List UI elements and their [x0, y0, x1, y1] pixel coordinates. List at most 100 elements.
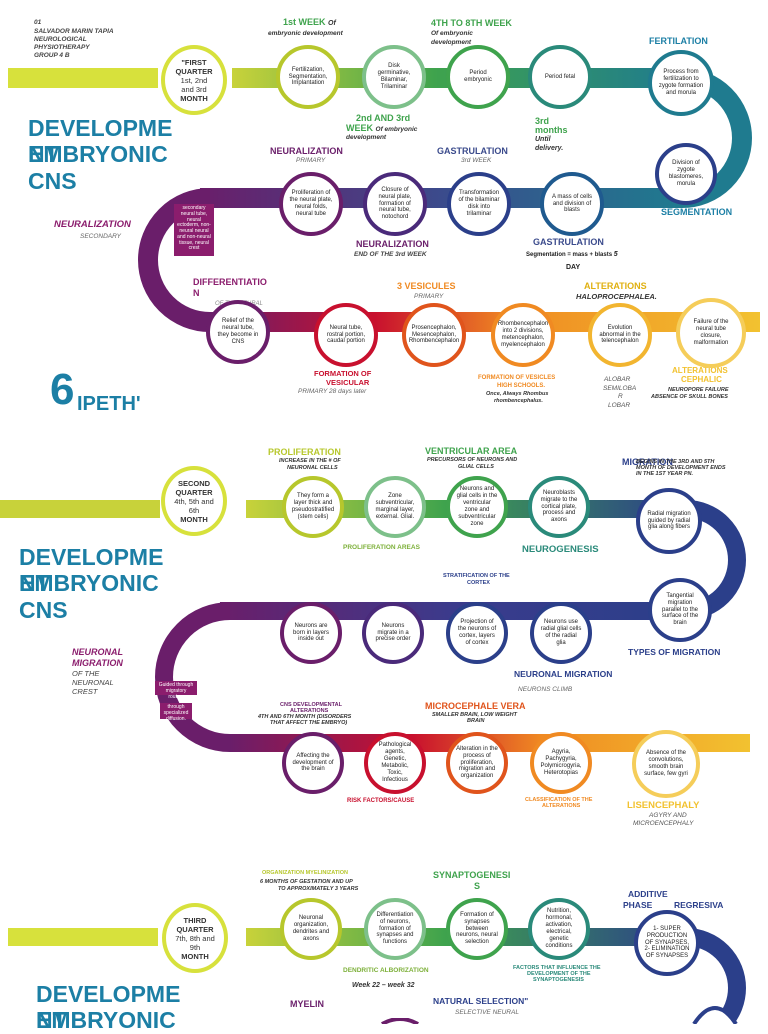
alobar-4: LOBAR — [608, 402, 631, 409]
alterations-cephalic: ALTERATIONS — [672, 366, 728, 375]
migration-sub: BEGINS IN THE 3RD AND 5TH MONTH OF DEVEL… — [636, 459, 726, 478]
title-overlap: NT — [28, 141, 59, 168]
node-telencephalon: Evolution abnormal in the telencephalon — [588, 303, 652, 367]
vesicules-sub: PRIMARY — [414, 293, 444, 300]
gastrulation-sub: 3rd WEEK — [461, 157, 492, 164]
week48-sub2: development — [431, 39, 472, 46]
logo-ipeth: IPETH' — [77, 393, 141, 415]
ventricular-sub: PRECURSORS OF NEURONS AND — [427, 457, 518, 463]
neuralization-primary: NEURALIZATION — [270, 146, 343, 156]
node-stem-cells: They form a layer thick and pseudostrati… — [282, 476, 344, 538]
regressive-phase: REGRESIVA — [674, 900, 724, 910]
node-trilaminar: Transformation of the bilaminar disk int… — [447, 172, 511, 236]
section1-title: DEVELOPME EMBRYONIC NT CNS — [28, 115, 172, 194]
quarter-first: "FIRST QUARTER 1st, 2nd and 3rd MONTH — [161, 45, 227, 115]
additive-phase-2: PHASE — [623, 900, 653, 910]
microcephale-sub2: BRAIN — [467, 718, 485, 724]
alterations-title: ALTERATIONS — [584, 281, 647, 291]
neuropore-failure: NEUROPORE FAILURE — [668, 387, 729, 393]
proliferation-areas: PROLIFERATION AREAS — [343, 544, 420, 551]
quarter-line: 9th — [189, 942, 201, 952]
quarter-line: QUARTER — [176, 924, 214, 934]
node-synapse-formation: Formation of synapses between neurons, n… — [446, 898, 508, 960]
cns-alt-3: 4TH AND 6TH MONTH (DISORDERS — [258, 714, 352, 720]
node-pathological-agents: Pathological agents, Genetic, Metabolic,… — [364, 732, 426, 794]
formation-vesicular: FORMATION OF — [314, 369, 372, 378]
neuralization-secondary-sub: SECONDARY — [80, 233, 121, 240]
title-line: CNS — [28, 167, 77, 194]
neuralization-primary-sub: PRIMARY — [296, 157, 326, 164]
quarter-line: "FIRST — [181, 57, 207, 67]
author-name: SALVADOR MARIN TAPIA — [34, 28, 114, 35]
wk23-title2: WEEK Of embryonic — [346, 123, 418, 133]
m3-title2: months — [535, 125, 568, 135]
migration-box-2: through specialized diffusion. — [160, 703, 192, 721]
node-cortex-layers: Projection of the neurons of cortex, lay… — [446, 602, 508, 664]
quarter-line: 6th — [188, 505, 200, 515]
formation-vesicular-3: PRIMARY 28 days later — [298, 388, 367, 395]
partial-node-purple — [381, 1018, 419, 1024]
lisencephaly-title: LISENCEPHALY — [627, 800, 700, 811]
author-group: GROUP 4 B — [34, 52, 70, 59]
author-line-3: NEUROLOGICAL — [34, 36, 87, 43]
quarter-line: THIRD — [183, 915, 207, 925]
segmentation-label: SEGMENTATION — [661, 207, 733, 217]
node-neural-closure-failure: Failure of the neural tube closure, malf… — [676, 298, 746, 368]
author-line-1: 01 — [34, 19, 42, 26]
cns-alt-2: ALTERATIONS — [290, 708, 329, 714]
node-cns: Relief of the neural tube, they become i… — [206, 300, 270, 364]
m3-sub: Until — [535, 136, 551, 143]
quarter-line: MONTH — [180, 514, 208, 524]
neuronal-migration-crest-2: MIGRATION — [72, 658, 123, 668]
node-brain-affect: Affecting the development of the brain — [282, 732, 344, 794]
secondary-box: secondary neural tube, neural ectoderm, … — [174, 204, 214, 256]
node-zygote-division: Division of zygote blastomeres, morula — [655, 143, 717, 205]
m3-sub2: delivery. — [535, 145, 564, 152]
week48-sub: Of embryonic — [431, 30, 473, 37]
microcephale-title: MICROCEPHALE VERA — [425, 701, 526, 711]
gastrulation2-day: DAY — [566, 264, 581, 271]
formation-high-2: HIGH SCHOOLS. — [497, 383, 546, 389]
title-line: CNS — [19, 596, 68, 623]
wk23-sub2: development — [346, 134, 387, 141]
cns-alt-4: THAT AFFECT THE EMBRYO) — [270, 720, 348, 726]
types-migration: TYPES OF MIGRATION — [628, 647, 721, 657]
proliferation-sub2: NEURONAL CELLS — [287, 465, 338, 471]
title-line: EMBRYONIC — [28, 141, 168, 168]
neuronal-migration-label: NEURONAL MIGRATION — [514, 669, 613, 679]
alobar-1: ALOBAR — [604, 376, 631, 383]
title-line: DEVELOPME — [19, 544, 164, 570]
neuronal-migration-crest-4: NEURONAL — [72, 678, 114, 687]
node-synapse-production: 1- SUPER PRODUCTION OF SYNAPSES, 2- ELIM… — [634, 910, 700, 976]
quarter-line: 1st, 2nd — [180, 75, 208, 85]
lisencephaly-sub: AGYRY AND — [649, 812, 687, 819]
title-line: DEVELOPME — [28, 115, 173, 141]
node-radial-migration: Radial migration guided by radial glia a… — [636, 488, 702, 554]
node-ventricular-zone: Neurons and glial cells in the ventricul… — [446, 476, 508, 538]
lead-bar — [8, 68, 158, 88]
alobar-2: SEMILOBA — [603, 385, 637, 392]
additive-phase: ADDITIVE — [628, 889, 668, 899]
stratification-2: CORTEX — [467, 580, 490, 586]
node-neural-plate: Proliferation of the neural plate, neura… — [279, 172, 343, 236]
node-germinative: Disk germinative, Bilaminar, Trilaminar — [362, 45, 426, 109]
neuralization-end-sub: END OF THE 3rd WEEK — [354, 251, 427, 258]
neuronal-migration-crest-3: OF THE — [72, 669, 100, 678]
cns-alt: CNS DEVELOPMENTAL — [280, 702, 342, 708]
natural-selection: NATURAL SELECTION" — [433, 996, 529, 1006]
ventricular-title: VENTRICULAR AREA — [425, 446, 518, 456]
node-agyria: Agyria, Pachygyria, Polymicrogyria, Hete… — [530, 732, 592, 794]
author-line-4: PHYSIOTHERAPY — [34, 44, 90, 51]
node-neural-tube-closure: Closure of neural plate, formation of ne… — [363, 172, 427, 236]
quarter-line: MONTH — [180, 93, 208, 103]
synaptogenesis-title2: S — [474, 881, 481, 891]
node-rostral-caudal: Neural tube, rostral portion, caudal por… — [314, 303, 378, 367]
gastrulation2-sub: Segmentation = mass + blasts 5 — [526, 251, 618, 258]
quarter-second: SECOND QUARTER 4th, 5th and 6th MONTH — [161, 466, 227, 536]
microcephale-sub: SMALLER BRAIN, LOW WEIGHT — [432, 712, 517, 718]
node-influence-factors: Nutrition, hormonal, activation, electri… — [528, 898, 590, 960]
node-blasts: A mass of cells and division of blasts — [540, 172, 604, 236]
week1-sub: embryonic development — [268, 30, 343, 37]
formation-high-3: Once, Always Rhombus — [486, 391, 549, 397]
quarter-line: QUARTER — [175, 487, 213, 497]
